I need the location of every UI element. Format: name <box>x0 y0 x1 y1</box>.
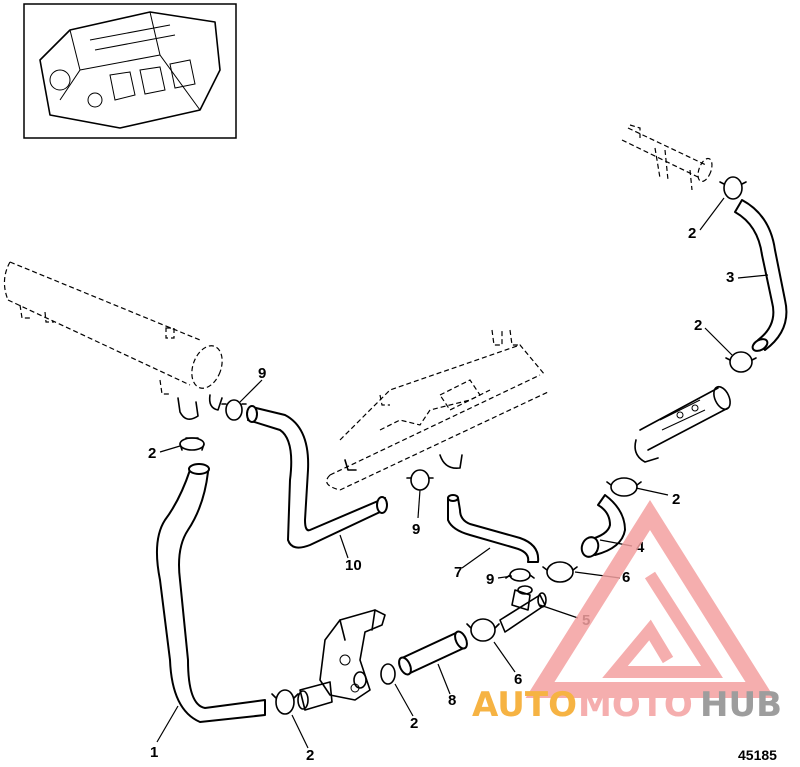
hose-3 <box>734 199 788 352</box>
callout-9-right: 9 <box>486 571 494 588</box>
engine-inset <box>23 3 237 139</box>
callout-6-lower: 6 <box>514 671 522 688</box>
clamp-2-pipe <box>606 477 642 497</box>
callout-10: 10 <box>345 557 362 574</box>
clamp-2-upper-right <box>719 176 747 200</box>
clamp-9-center <box>406 469 434 491</box>
callout-2-left: 2 <box>148 445 156 462</box>
clamp-2-bottom-center <box>380 663 396 685</box>
watermark-auto: AUTO <box>472 685 577 725</box>
hose-4 <box>580 494 626 558</box>
watermark-hub: HUB <box>700 685 782 725</box>
clamp-9-right <box>505 568 535 582</box>
hose-8 <box>398 630 468 676</box>
leader-lines <box>156 197 769 749</box>
center-exhaust-manifold <box>326 329 549 491</box>
clamp-2-bottom-left <box>271 689 299 715</box>
callout-1: 1 <box>150 744 158 761</box>
callout-2-pipe: 2 <box>672 491 680 508</box>
figure-number: 45185 <box>738 747 777 763</box>
right-exhaust-pipe <box>634 385 731 463</box>
callout-2-bottom-left: 2 <box>306 747 314 764</box>
callout-9-center: 9 <box>412 521 420 538</box>
callout-2-upper-right: 2 <box>688 225 696 242</box>
callout-2-bottom-center: 2 <box>410 715 418 732</box>
hose-7 <box>447 494 540 563</box>
callout-2-middle-right: 2 <box>694 317 702 334</box>
callout-6-upper: 6 <box>622 569 630 586</box>
callout-3: 3 <box>726 269 734 286</box>
watermark-moto: MOTO <box>578 685 693 725</box>
engine-block-icon <box>39 11 221 129</box>
triangle-logo-icon <box>525 499 775 698</box>
callout-9-left: 9 <box>258 365 266 382</box>
clamp-9-left <box>221 399 247 421</box>
callout-8: 8 <box>448 692 456 709</box>
clamp-2-left <box>179 437 205 451</box>
clamp-6-upper <box>542 561 578 583</box>
watermark-logo: AUTO MOTO HUB <box>472 499 782 725</box>
upper-right-elbow <box>621 124 713 191</box>
hose-1 <box>155 463 266 723</box>
callout-4: 4 <box>636 539 645 556</box>
callout-labels: 1 2 9 10 9 7 9 5 6 6 8 2 2 2 4 2 3 2 <box>148 225 734 764</box>
clamp-2-middle-right <box>725 351 757 373</box>
hose-10 <box>246 405 388 549</box>
callout-7: 7 <box>454 564 462 581</box>
y-fitting-5 <box>499 585 547 633</box>
left-exhaust-manifold <box>3 261 223 420</box>
water-pump-housing <box>297 609 386 711</box>
clamp-6-lower <box>466 618 500 642</box>
